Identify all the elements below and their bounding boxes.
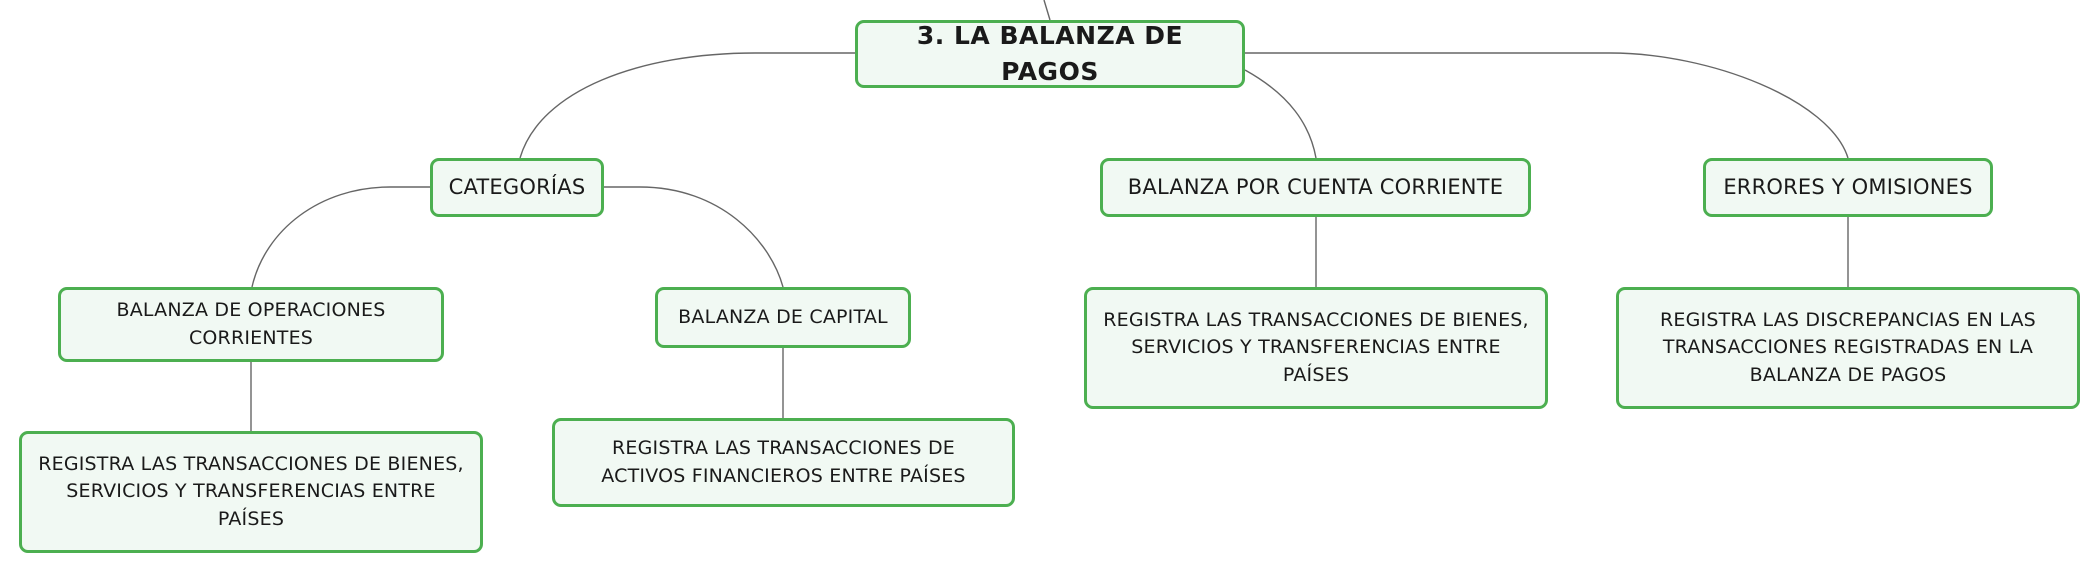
node-balanza-capital-label: BALANZA DE CAPITAL [678,305,888,328]
description-cuenta-corriente-text: REGISTRA LAS TRANSACCIONES DE BIENES, SE… [1103,308,1529,386]
description-capital-text: REGISTRA LAS TRANSACCIONES DE ACTIVOS FI… [601,436,966,487]
node-errores-omisiones-label: ERRORES Y OMISIONES [1723,175,1973,200]
node-description-operaciones-corrientes[interactable]: REGISTRA LAS TRANSACCIONES DE BIENES, SE… [19,431,483,553]
connector-categorias-capital [604,186,784,288]
root-label: 3. LA BALANZA DE PAGOS [916,20,1184,86]
connector-root-cuenta-corriente [1244,69,1317,159]
node-categorias-label: CATEGORÍAS [448,175,586,200]
node-balanza-capital[interactable]: BALANZA DE CAPITAL [655,287,911,348]
root-node[interactable]: 3. LA BALANZA DE PAGOS [855,20,1245,88]
node-errores-omisiones[interactable]: ERRORES Y OMISIONES [1703,158,1993,217]
connector-categorias-operaciones [251,186,430,288]
node-balanza-cuenta-corriente-label: BALANZA POR CUENTA CORRIENTE [1127,175,1504,200]
node-categorias[interactable]: CATEGORÍAS [430,158,604,217]
node-balanza-operaciones-corrientes-label: BALANZA DE OPERACIONES CORRIENTES [116,298,386,349]
node-description-errores-omisiones[interactable]: REGISTRA LAS DISCREPANCIAS EN LAS TRANSA… [1616,287,2080,409]
connector-root-categorias [519,52,855,159]
node-description-cuenta-corriente[interactable]: REGISTRA LAS TRANSACCIONES DE BIENES, SE… [1084,287,1548,409]
node-balanza-operaciones-corrientes[interactable]: BALANZA DE OPERACIONES CORRIENTES [58,287,444,362]
description-errores-omisiones-text: REGISTRA LAS DISCREPANCIAS EN LAS TRANSA… [1660,308,2036,386]
connector-root-errores [1245,52,1849,159]
node-balanza-cuenta-corriente[interactable]: BALANZA POR CUENTA CORRIENTE [1100,158,1531,217]
connector-root-incoming [1043,0,1051,21]
node-description-capital[interactable]: REGISTRA LAS TRANSACCIONES DE ACTIVOS FI… [552,418,1015,507]
description-operaciones-corrientes-text: REGISTRA LAS TRANSACCIONES DE BIENES, SE… [38,452,464,530]
